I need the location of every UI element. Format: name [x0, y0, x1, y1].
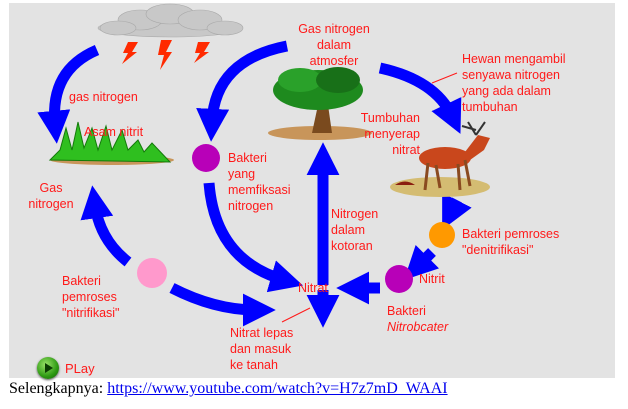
label-line: dalam — [331, 223, 366, 237]
label-line: tumbuhan — [462, 100, 518, 114]
label-line: nitrogen — [228, 199, 274, 213]
youtube-link[interactable]: https://www.youtube.com/watch?v=H7z7mD_W… — [107, 380, 448, 397]
label-line: nitrat — [392, 143, 420, 157]
label-fixing-bacteria: Bakteri yang memfiksasi nitrogen — [228, 150, 291, 214]
nitrobacter-dot — [385, 265, 413, 293]
play-button[interactable]: PLay — [37, 357, 95, 379]
label-atmosphere: Gas nitrogen dalam atmosfer — [279, 21, 389, 69]
label-nitrification: Bakteri pemroses "nitrifikasi" — [62, 273, 120, 321]
label-line: "nitrifikasi" — [62, 306, 120, 320]
grass-icon — [48, 121, 174, 165]
cloud-icon — [97, 3, 244, 38]
label-line: menyerap — [364, 127, 420, 141]
diagram-artwork — [37, 3, 490, 328]
label-line: Hewan mengambil — [462, 52, 566, 66]
label-line: pemroses — [62, 290, 117, 304]
label-nitrit: Nitrit — [419, 272, 445, 286]
lightning-icon — [122, 40, 210, 70]
label-line: senyawa nitrogen — [462, 68, 560, 82]
label-line: memfiksasi — [228, 183, 291, 197]
label-line: ke tanah — [230, 358, 278, 372]
label-line: Gas nitrogen — [298, 22, 370, 36]
arrow-nitrification-to-soil — [169, 283, 276, 327]
label-gas-nitrogen: gas nitrogen — [69, 90, 138, 104]
label-animal: Hewan mengambil senyawa nitrogen yang ad… — [462, 51, 566, 115]
label-line: Gas — [39, 181, 63, 195]
label-line: dalam — [316, 38, 352, 52]
denitrifying-bacteria-dot — [429, 222, 455, 248]
arrow-deer-to-denitrification — [442, 192, 472, 230]
arrow-denitrification-to-nitrit — [403, 244, 440, 281]
arrow-cloud-to-grass — [37, 44, 100, 144]
arrow-tree-to-deer — [378, 62, 462, 134]
label-line: nitrogen — [28, 197, 74, 211]
cycle-arrows — [37, 40, 472, 328]
pointer-line — [281, 307, 311, 323]
label-line: Nitrogen — [331, 207, 379, 221]
deer-icon — [390, 121, 490, 197]
tree-icon — [268, 67, 372, 140]
label-line: dan masuk — [230, 342, 292, 356]
nitrogen-cycle-diagram: gas nitrogen Asam nitrit Gas nitrogen Ga… — [9, 3, 615, 379]
label-nitrate-release: Nitrat lepas dan masuk ke tanah — [230, 325, 293, 373]
play-icon[interactable] — [37, 357, 59, 379]
label-gas-nitrogen-left: Gas nitrogen — [21, 180, 81, 212]
label-line: yang ada dalam — [462, 84, 551, 98]
label-line: Bakteri — [62, 274, 101, 288]
label-line: Nitrat lepas — [230, 326, 294, 340]
label-line: Tumbuhan — [360, 111, 420, 125]
footer: Selengkapnya: https://www.youtube.com/wa… — [9, 380, 448, 398]
label-denitrification: Bakteri pemroses "denitrifikasi" — [462, 226, 559, 258]
play-label: PLay — [65, 360, 95, 376]
label-line: Bakteri — [387, 304, 426, 318]
label-plant-absorb: Tumbuhan menyerap nitrat — [330, 110, 420, 158]
label-line: Nitrobcater — [387, 320, 449, 334]
label-line: yang — [228, 167, 256, 181]
label-line: Bakteri — [228, 151, 267, 165]
label-line: atmosfer — [309, 54, 359, 68]
label-line: Bakteri pemroses — [462, 227, 560, 241]
label-line: kotoran — [331, 239, 373, 253]
pointer-line — [431, 72, 458, 84]
nitrifying-bacteria-dot — [137, 258, 167, 288]
label-nitrat: Nitrat — [298, 281, 328, 295]
label-nitrobacter: Bakteri Nitrobcater — [387, 303, 448, 335]
arrow-atmosphere-to-bacteria — [196, 40, 289, 142]
label-manure: Nitrogen dalam kotoran — [331, 206, 378, 254]
label-line: "denitrifikasi" — [462, 243, 534, 257]
footer-prefix: Selengkapnya: — [9, 380, 104, 397]
label-asam-nitrit: Asam nitrit — [84, 125, 144, 139]
arrow-fixing-to-nitrat — [203, 182, 304, 293]
fixing-bacteria-dot — [192, 144, 220, 172]
arrow-nitrification-to-gas — [80, 185, 132, 267]
